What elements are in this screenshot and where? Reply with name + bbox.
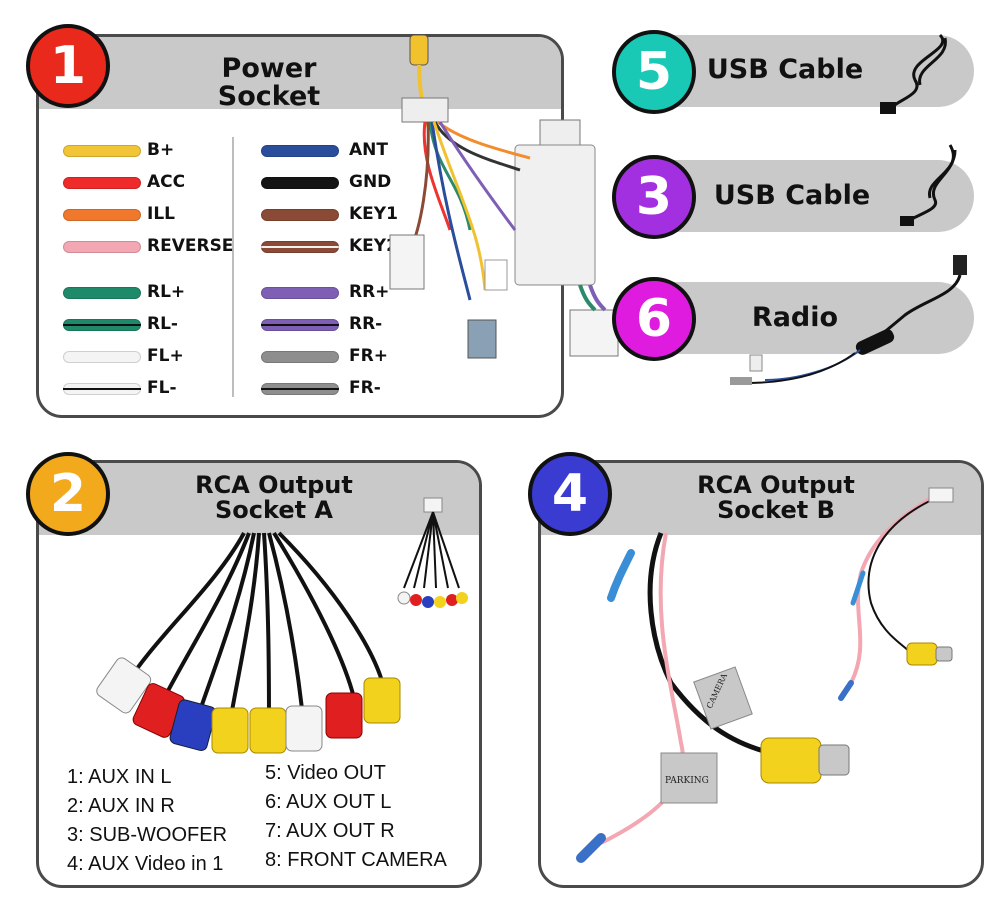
wire-label: B+ [147, 140, 175, 160]
radio-title: Radio [751, 302, 839, 333]
badge-3: 3 [612, 155, 696, 239]
usb-cable-5-title: USB Cable [706, 54, 864, 85]
badge-2: 2 [26, 452, 110, 536]
wire-swatch-fl- [63, 383, 141, 395]
wire-label: FR+ [349, 346, 388, 366]
wire-label: GND [349, 172, 392, 192]
usb-cable-3-title: USB Cable [713, 180, 871, 211]
wire-swatch-rl- [63, 319, 141, 331]
wire-label: RL- [147, 314, 178, 334]
rca-a-list-item: 2: AUX IN R [67, 795, 175, 817]
power-socket-title: Power Socket [217, 53, 321, 113]
rca-a-list-item: 7: AUX OUT R [265, 820, 395, 842]
wire-label: RL+ [147, 282, 186, 302]
wire-swatch-fr- [261, 383, 339, 395]
power-socket-header [39, 37, 561, 109]
wire-swatch-rl- [63, 287, 141, 299]
wire-label: FL+ [147, 346, 184, 366]
wire-label: KEY2 [349, 236, 398, 256]
usb-cable-3-pill [650, 160, 974, 232]
badge-5: 5 [612, 30, 696, 114]
rca-socket-a-title: RCA Output Socket A [159, 471, 389, 525]
rca-socket-b-image: CAMERA PARKING [576, 487, 954, 863]
wire-swatch-b- [63, 145, 141, 157]
power-harness-image [389, 34, 619, 359]
wire-label: ACC [147, 172, 186, 192]
power-socket-panel: Power Socket B+ ACC ILL REVERSE RL+ RL- FL+ FL-… [36, 34, 564, 418]
rca-socket-b-panel: RCA Output Socket B CAMERA PARKING [538, 460, 984, 888]
wire-label: FR- [349, 378, 381, 398]
rca-a-list-item: 6: AUX OUT L [265, 791, 392, 813]
wire-label: RR+ [349, 282, 390, 302]
radio-cable-image [730, 255, 967, 385]
rca-socket-b-title-line1: RCA Output [697, 471, 855, 499]
radio-pill [650, 282, 974, 354]
wire-label: KEY1 [349, 204, 398, 224]
rca-a-list-item: 5: Video OUT [265, 762, 386, 784]
rca-a-list-right: 5: Video OUT 6: AUX OUT L 7: AUX OUT R 8: F… [265, 759, 447, 875]
wire-legend-divider [232, 137, 234, 397]
rca-a-list-item: 1: AUX IN L [67, 766, 172, 788]
rca-socket-a-header [39, 463, 479, 535]
wire-swatch-ill [63, 209, 141, 221]
wire-label: FL- [147, 378, 177, 398]
badge-1: 1 [26, 24, 110, 108]
wire-swatch-rr- [261, 287, 339, 299]
usb-cable-5-image [880, 33, 947, 114]
usb-cable-3-image [900, 144, 957, 226]
parking-tag-label: PARKING [665, 776, 709, 786]
badge-4: 4 [528, 452, 612, 536]
wire-swatch-acc [63, 177, 141, 189]
rca-a-list-item: 3: SUB-WOOFER [67, 824, 228, 846]
rca-socket-a-title-line2: Socket A [215, 496, 333, 525]
rca-a-list-item: 4: AUX Video in 1 [67, 853, 224, 875]
rca-socket-b-title: RCA Output Socket B [661, 471, 891, 525]
badge-6: 6 [612, 277, 696, 361]
rca-a-list-item: 8: FRONT CAMERA [265, 849, 447, 871]
usb-cable-5-pill [650, 35, 974, 107]
wire-swatch-fr- [261, 351, 339, 363]
wire-swatch-rr- [261, 319, 339, 331]
wire-label: ANT [349, 140, 388, 160]
rca-a-list-left: 1: AUX IN L 2: AUX IN R 3: SUB-WOOFER 4: AU… [67, 763, 227, 879]
rca-socket-a-panel: RCA Output Socket A [36, 460, 482, 888]
wire-swatch-key2 [261, 241, 339, 253]
rca-socket-a-title-line1: RCA Output [195, 471, 353, 499]
wire-swatch-key1 [261, 209, 339, 221]
wire-label: RR- [349, 314, 383, 334]
wire-label: ILL [147, 204, 175, 224]
wire-swatch-fl- [63, 351, 141, 363]
wire-swatch-reverse [63, 241, 141, 253]
wire-swatch-gnd [261, 177, 339, 189]
rca-socket-b-title-line2: Socket B [717, 496, 835, 525]
rca-socket-a-image [96, 497, 468, 754]
rca-socket-b-header [541, 463, 981, 535]
wire-label: REVERSE [147, 236, 234, 256]
wire-swatch-ant [261, 145, 339, 157]
